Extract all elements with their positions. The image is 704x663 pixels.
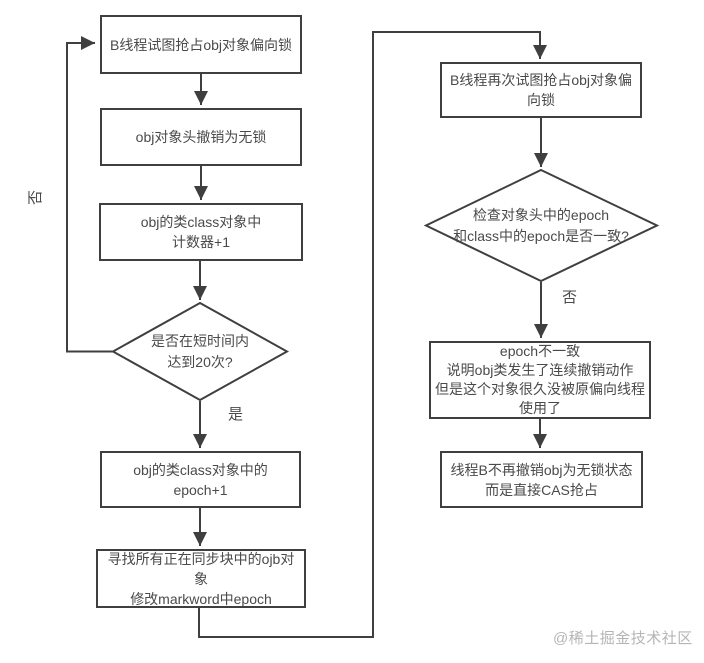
label-yes: 是 — [228, 406, 244, 423]
node-class-counter-increment: obj的类class对象中 计数器+1 — [99, 203, 303, 261]
node-epoch-mismatch-note: epoch不一致 说明obj类发生了连续撤销动作 但是这个对象很久没被原偏向线程… — [429, 341, 651, 419]
node-revoke-to-lockless: obj对象头撤销为无锁 — [100, 108, 302, 166]
node-class-epoch-increment: obj的类class对象中的 epoch+1 — [100, 451, 301, 508]
watermark: @稀土掘金技术社区 — [553, 630, 693, 647]
node-find-sync-objects: 寻找所有正在同步块中的ojb对象 修改markword中epoch — [96, 549, 306, 608]
decision-epoch-diamond — [423, 168, 660, 283]
edge-decision-no-loop — [66, 36, 113, 353]
label-no-right: 否 — [562, 289, 578, 306]
label-no-left: 否 — [27, 189, 45, 206]
node-b-attempt-bias-lock: B线程试图抢占obj对象偏向锁 — [100, 15, 302, 74]
node-cas-preempt: 线程B不再撤销obj为无锁状态 而是直接CAS抢占 — [440, 451, 643, 508]
edge-find-sync-to-retry — [198, 31, 547, 638]
node-b-retry-bias-lock: B线程再次试图抢占obj对象偏 向锁 — [440, 62, 642, 118]
decision-threshold-diamond — [110, 301, 290, 402]
